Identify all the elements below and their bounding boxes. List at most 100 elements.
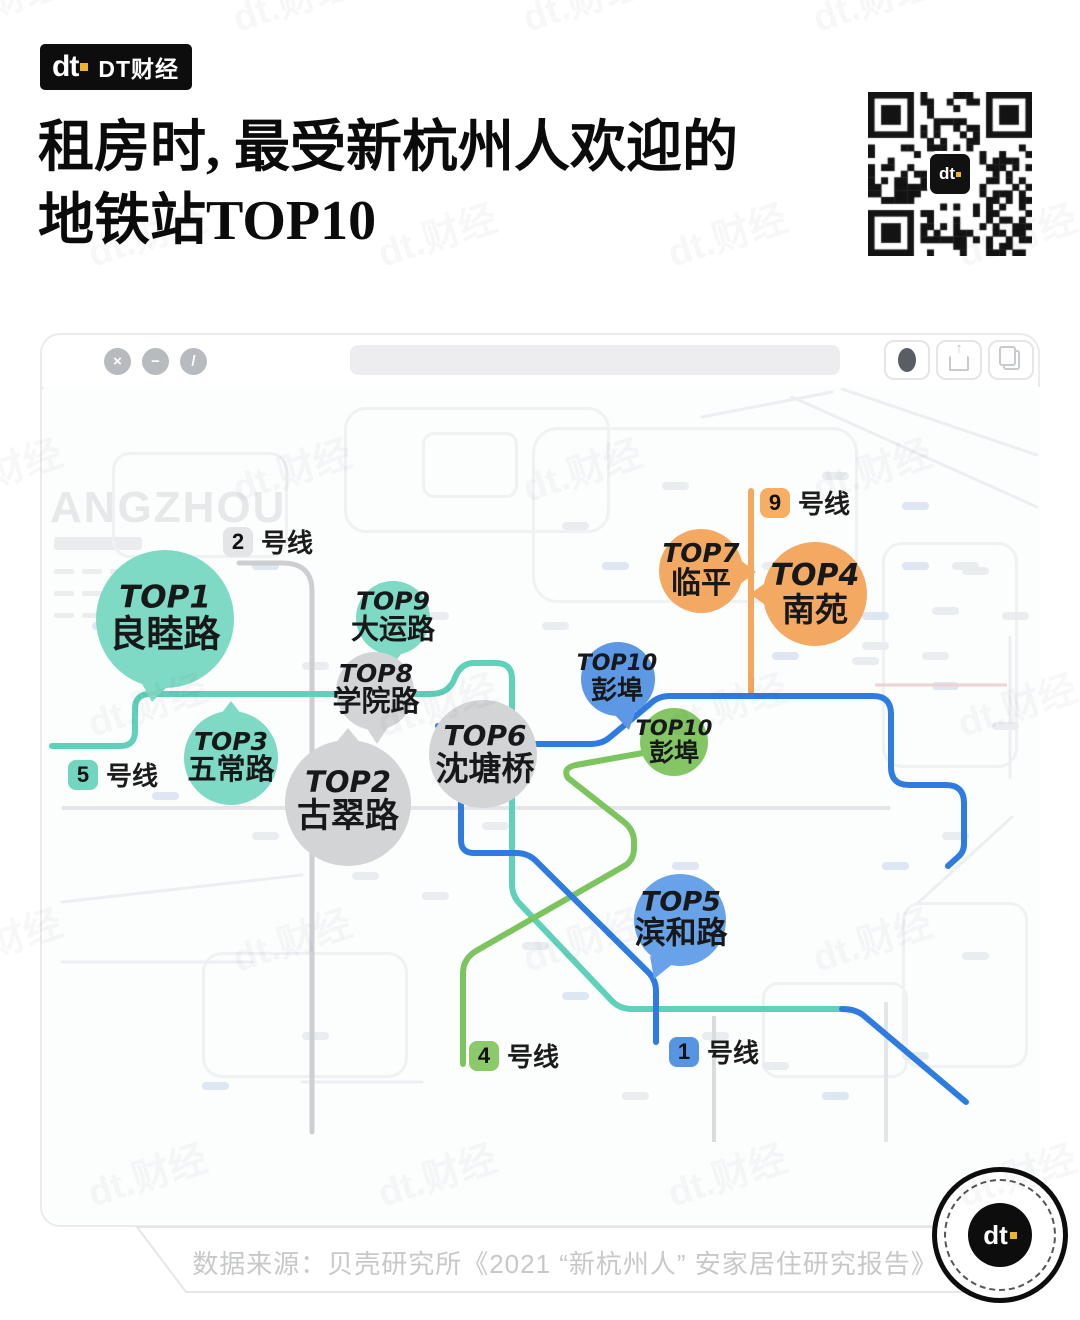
map-decor	[422, 432, 518, 498]
bubble-top5	[634, 874, 726, 966]
map-decor	[952, 562, 979, 570]
map-decor	[542, 622, 569, 630]
map-decor	[82, 613, 102, 618]
page-title-line1: 租房时, 最受新杭州人欢迎的	[38, 117, 738, 179]
map-decor	[772, 652, 799, 660]
map-decor	[882, 542, 1018, 768]
map-decor	[202, 952, 408, 1078]
map-decor	[862, 642, 889, 650]
address-bar[interactable]	[350, 345, 840, 375]
map-decor	[562, 522, 589, 530]
dt-watermark: dt.财经	[804, 0, 937, 43]
map-decor	[82, 591, 102, 596]
map-decor	[852, 657, 879, 665]
bubble-top10-green	[640, 708, 708, 776]
bubble-top3	[184, 711, 278, 805]
page-title-line2: 地铁站TOP10	[38, 189, 377, 252]
copy-icon	[998, 346, 1020, 370]
bubble-top1	[96, 550, 234, 688]
minimize-icon[interactable]: −	[142, 348, 169, 375]
map-decor	[112, 452, 288, 558]
brand-logo: dt DT财经	[40, 44, 192, 90]
map-decor	[54, 591, 74, 596]
data-source-text: 数据来源：贝壳研究所《2021 “新杭州人” 安家居住研究报告》	[192, 1249, 938, 1279]
map-decor	[562, 992, 589, 1000]
metro-line-2	[236, 560, 315, 1135]
close-icon[interactable]: ×	[104, 348, 131, 375]
map-decor	[202, 1082, 229, 1090]
dt-watermark: dt.财经	[224, 0, 357, 43]
map-decor	[922, 652, 949, 660]
dt-logo-glyph: dt	[52, 50, 79, 83]
map-decor	[992, 722, 1019, 730]
profile-button[interactable]	[884, 340, 930, 380]
map-decor	[482, 822, 509, 830]
map-decor	[942, 832, 969, 840]
map-decor	[252, 832, 279, 840]
copy-button[interactable]	[988, 340, 1034, 380]
map-decor	[422, 612, 449, 620]
map-decor	[822, 1092, 849, 1100]
profile-icon	[898, 348, 916, 372]
share-button[interactable]	[936, 340, 982, 380]
map-decor	[1002, 612, 1029, 620]
map-decor	[902, 502, 929, 510]
map-decor	[762, 982, 908, 1078]
map-decor	[902, 562, 929, 570]
map-decor	[302, 1032, 329, 1040]
metro-lines-svg	[49, 387, 1039, 1142]
map-decor	[622, 1092, 649, 1100]
metro-line-5	[49, 660, 845, 1012]
block-icon[interactable]: /	[180, 348, 207, 375]
station-bubbles	[96, 529, 867, 979]
bubble-top6	[429, 700, 537, 808]
metro-line-4	[460, 748, 657, 1067]
map-decor	[54, 613, 74, 618]
map-decor	[302, 662, 329, 670]
dt-watermark: dt.财经	[0, 0, 68, 43]
map-decor	[822, 472, 849, 480]
map-decor	[422, 892, 449, 900]
bubble-top4	[763, 542, 867, 646]
map-decor	[602, 562, 629, 570]
map-decor	[962, 567, 989, 575]
city-watermark: ANGZHOU	[50, 483, 287, 532]
map-decor	[352, 872, 379, 880]
dt-watermark: dt.财经	[514, 0, 647, 43]
bubble-top10-blue	[581, 642, 655, 716]
browser-titlebar: × − /	[42, 335, 1038, 389]
dt-stamp-logo: dt	[932, 1167, 1068, 1303]
qr-center-logo: dt	[927, 151, 973, 197]
map-decor	[932, 607, 959, 615]
map-decor	[882, 862, 909, 870]
map-decor	[54, 569, 74, 574]
map-decor	[762, 1062, 789, 1070]
page-title: 租房时, 最受新杭州人欢迎的 地铁站TOP10	[38, 112, 838, 258]
qr-code: dt	[868, 92, 1032, 256]
dt-logo-dot-icon	[80, 63, 89, 71]
stamp-core: dt	[968, 1203, 1032, 1267]
browser-window: × − / ANGZHOU	[40, 333, 1040, 1227]
metro-map: ANGZHOU	[44, 387, 1040, 1225]
share-icon	[949, 356, 969, 371]
map-decor	[152, 792, 179, 800]
bubble-top7	[659, 529, 743, 613]
bubble-top8	[336, 652, 414, 730]
bubble-top9	[356, 581, 430, 655]
map-decor	[344, 407, 610, 533]
map-decor	[252, 562, 279, 570]
